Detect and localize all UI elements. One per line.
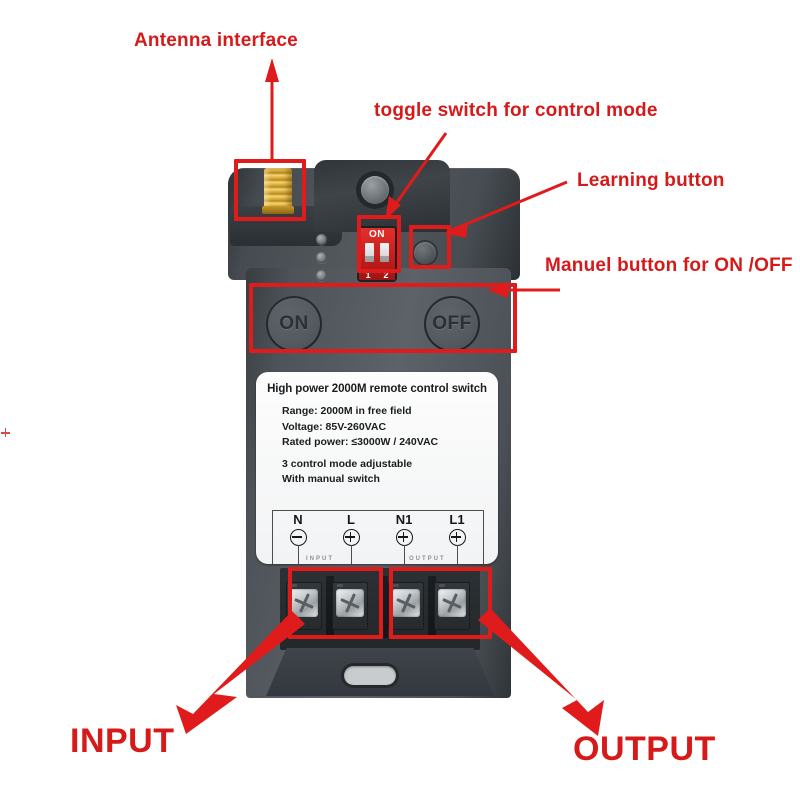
terminal-group-input-label: INPUT	[306, 556, 334, 562]
status-led-2	[316, 252, 327, 263]
annotation-label-input: INPUT	[70, 722, 175, 760]
product-spec-label: High power 2000M remote control switch R…	[256, 372, 498, 564]
callout-box-dip-switch	[357, 215, 401, 273]
dip-position-numbers: 1 2	[359, 270, 395, 280]
annotation-label-antenna: Antenna interface	[134, 30, 298, 51]
terminal-marking-n1: N1	[379, 513, 429, 546]
spec-line-power: Rated power: ≤3000W / 240VAC	[282, 436, 439, 448]
callout-box-learning-button	[409, 225, 451, 269]
dip-slider-1[interactable]	[365, 243, 374, 262]
terminal-notch-n1	[393, 584, 399, 587]
terminal-divider-1	[326, 576, 334, 638]
feature-line-manual: With manual switch	[282, 473, 380, 485]
terminal-symbol-n1	[395, 529, 413, 546]
terminal-notch-l1	[439, 584, 445, 587]
spec-label-title: High power 2000M remote control switch	[267, 383, 487, 395]
annotation-label-output: OUTPUT	[573, 730, 716, 768]
terminal-divider-3	[428, 576, 436, 638]
terminal-divider-2	[380, 576, 388, 638]
manual-on-button[interactable]: ON	[266, 296, 322, 352]
status-led-1	[316, 234, 327, 245]
dip-number-1: 1	[365, 270, 371, 280]
terminal-notch-n	[291, 584, 297, 587]
callout-box-output-terminals	[389, 567, 492, 639]
callout-box-antenna	[234, 159, 306, 221]
dip-number-2: 2	[383, 270, 389, 280]
dip-on-label: ON	[369, 229, 385, 240]
terminal-marking-l1: L1	[432, 513, 482, 546]
remote-control-switch-device: ON 1 2 ON OFF High power 2000M remote co…	[228, 150, 528, 698]
antenna-connector-icon	[262, 168, 294, 214]
terminal-screw-n1[interactable]	[388, 582, 424, 630]
annotation-label-learning-button: Learning button	[577, 170, 725, 191]
terminal-stem-l1	[457, 545, 458, 564]
terminal-marking-n: N	[273, 513, 323, 546]
screw-head-icon	[438, 589, 466, 617]
spec-line-voltage: Voltage: 85V-260VAC	[282, 420, 387, 433]
terminal-stem-l	[351, 545, 352, 564]
terminal-stem-n	[298, 545, 299, 564]
terminal-wiring-diagram: N L N1 L1 INPUT	[272, 510, 484, 564]
dip-slider-2[interactable]	[380, 243, 389, 262]
learning-button[interactable]	[414, 242, 436, 264]
edge-registration-mark	[1, 428, 10, 437]
feature-line-modes: 3 control mode adjustable	[282, 457, 413, 470]
terminal-symbol-n	[289, 529, 307, 546]
terminal-screw-l[interactable]	[332, 582, 368, 630]
screw-head-icon	[336, 589, 364, 617]
annotation-label-manual-button: Manuel button for ON /OFF	[545, 255, 793, 276]
terminal-stem-n1	[404, 545, 405, 564]
terminal-group-output-label: OUTPUT	[409, 556, 446, 562]
terminal-notch-l	[337, 584, 343, 587]
terminal-symbol-l1	[448, 529, 466, 546]
spec-line-range: Range: 2000M in free field	[282, 405, 412, 417]
top-push-button[interactable]	[361, 176, 389, 204]
callout-box-manual-buttons	[249, 283, 517, 353]
spec-label-lines: Range: 2000M in free field Voltage: 85V-…	[282, 404, 498, 488]
mounting-slot	[344, 666, 396, 685]
arrow-head-antenna	[265, 58, 279, 82]
status-led-3	[316, 270, 327, 281]
callout-box-input-terminals	[288, 567, 383, 639]
terminal-marking-l: L	[326, 513, 376, 546]
screw-head-icon	[392, 589, 420, 617]
manual-off-button[interactable]: OFF	[424, 296, 480, 352]
terminal-screw-l1[interactable]	[434, 582, 470, 630]
annotation-label-toggle-switch: toggle switch for control mode	[374, 100, 658, 121]
terminal-symbol-l	[342, 529, 360, 546]
